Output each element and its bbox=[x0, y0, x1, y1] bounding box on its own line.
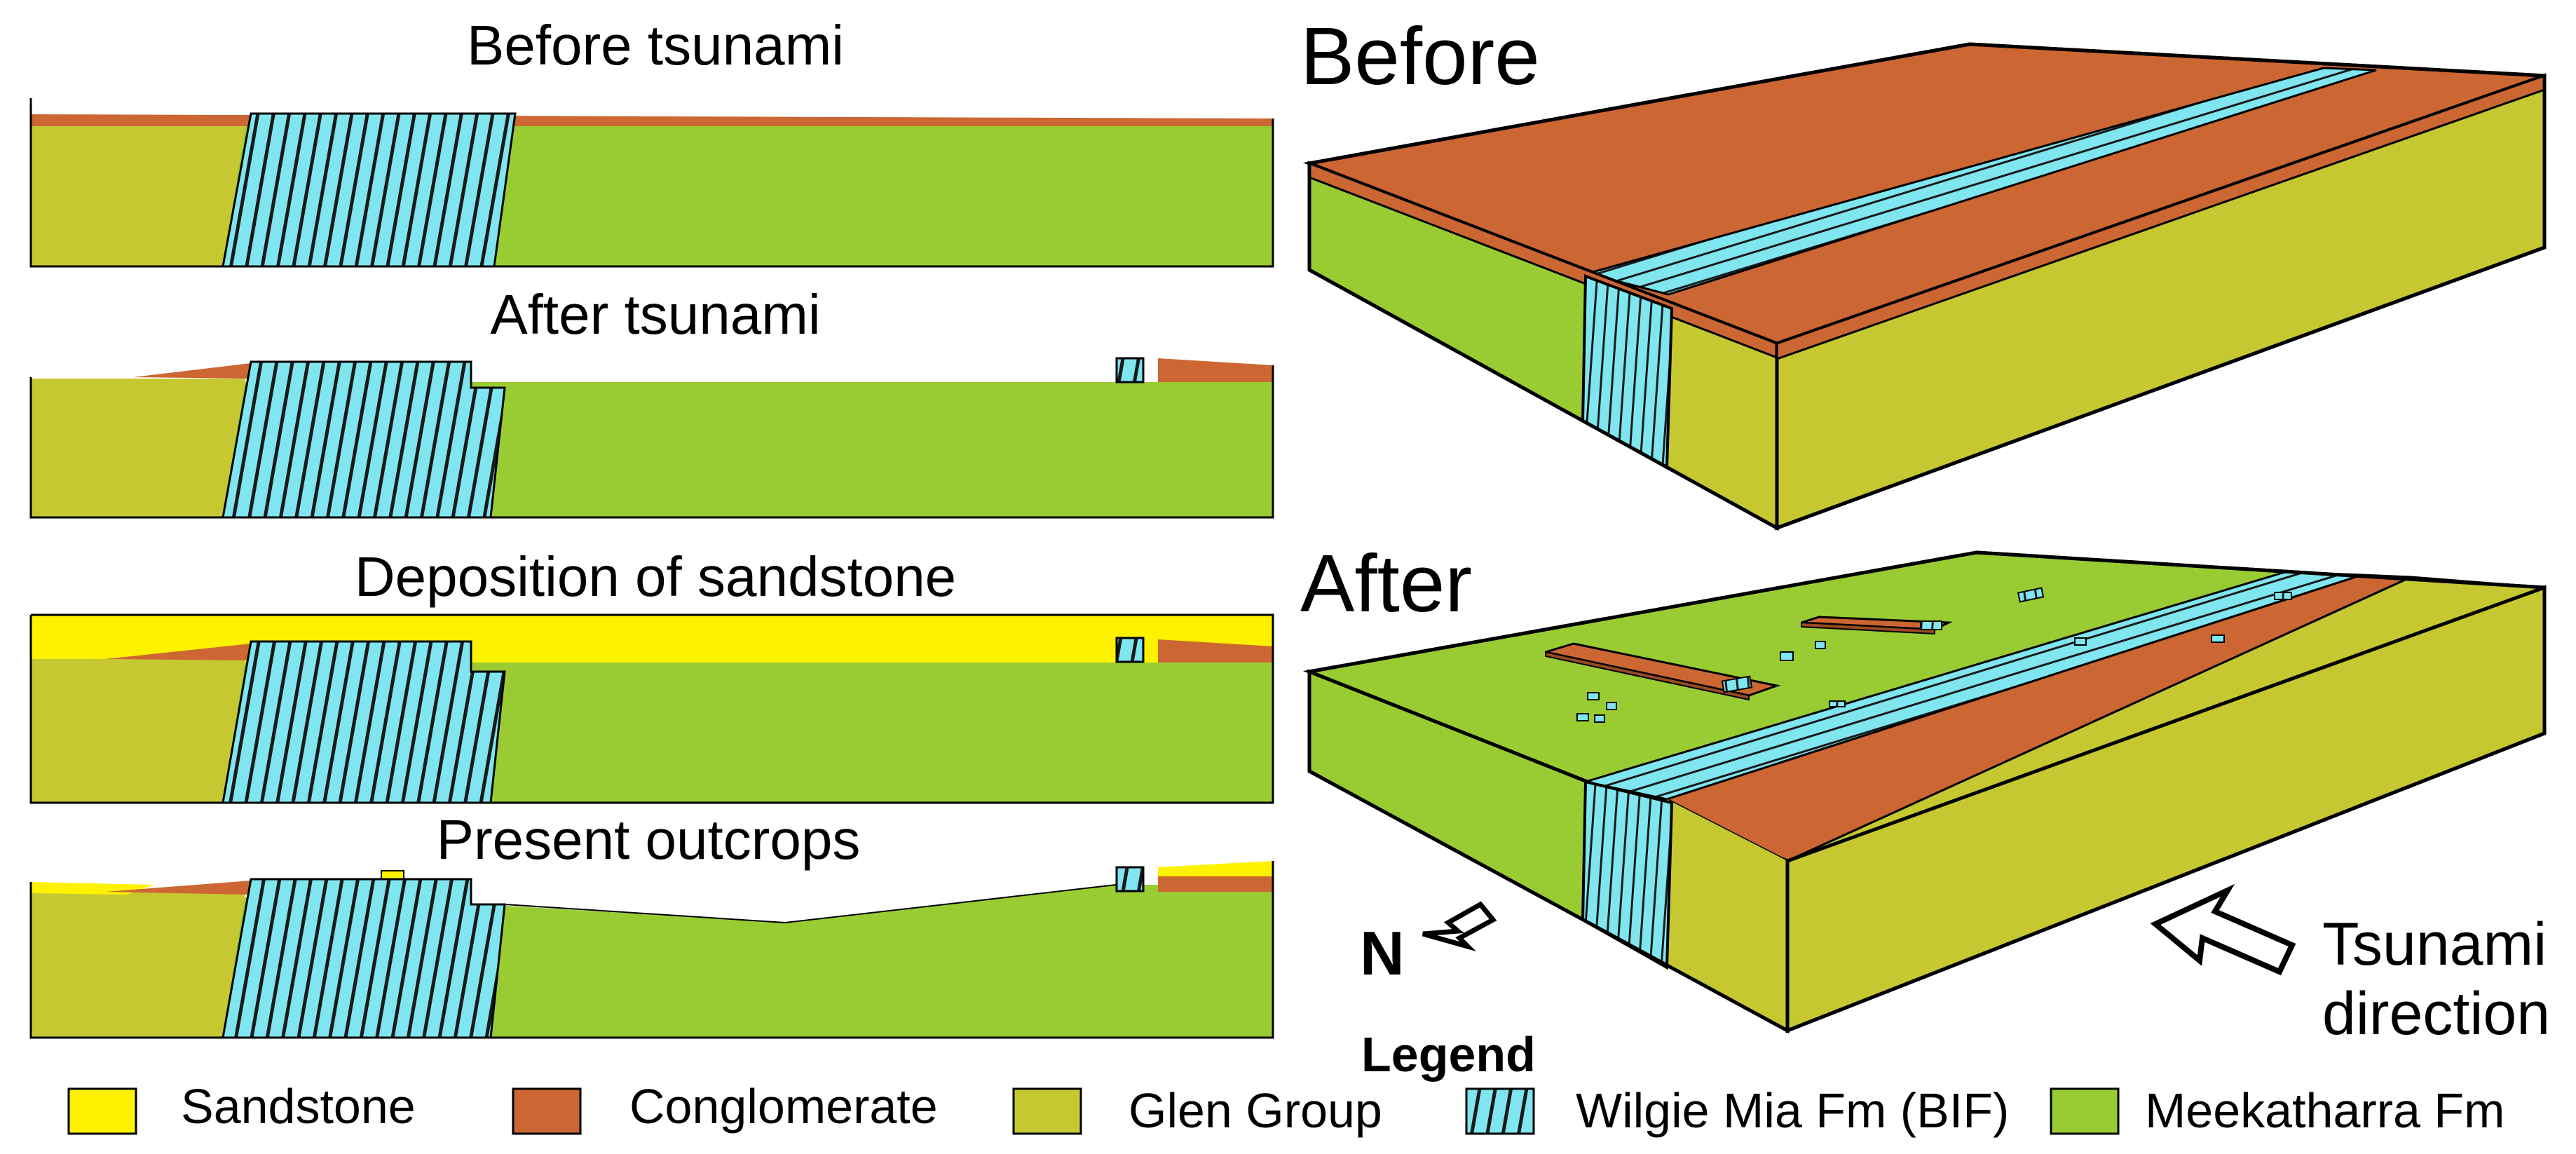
cross-section-after: After tsunami bbox=[29, 283, 1274, 519]
legend-swatch-conglomerate bbox=[512, 1087, 582, 1135]
conglomerate-layer bbox=[31, 114, 1273, 126]
bif-layer bbox=[222, 360, 506, 519]
conglomerate-remnant bbox=[1158, 639, 1273, 663]
sandstone-remnant bbox=[1158, 861, 1273, 876]
bif-block-remnant bbox=[1115, 637, 1145, 663]
glen-group-layer bbox=[31, 125, 245, 266]
bif-clast bbox=[1920, 620, 1942, 630]
bif-block-remnant bbox=[1115, 866, 1145, 892]
glen-group-layer bbox=[31, 659, 245, 803]
tsunami-arrow-icon bbox=[2150, 883, 2296, 976]
bif-clast bbox=[1594, 714, 1605, 723]
bif-left-face bbox=[1581, 780, 1674, 970]
conglomerate-wedge bbox=[105, 644, 251, 660]
north-arrow: N bbox=[1360, 901, 1497, 988]
legend-label-sandstone: Sandstone bbox=[181, 1079, 416, 1134]
cross-section-present: Present outcrops bbox=[29, 808, 1274, 1039]
conglomerate-wedge bbox=[133, 363, 251, 379]
conglomerate-remnant bbox=[1158, 876, 1273, 892]
section-outline bbox=[29, 98, 1274, 268]
bif-clast bbox=[1780, 651, 1794, 661]
legend-swatch-glen-group bbox=[1012, 1087, 1082, 1135]
section-outline bbox=[29, 613, 1274, 804]
bif-clast bbox=[2211, 634, 2225, 643]
glen-group-left-face bbox=[1667, 799, 1787, 1031]
legend-label-bif: Wilgie Mia Fm (BIF) bbox=[1576, 1083, 2009, 1138]
legend-swatch-meekatharra bbox=[2050, 1087, 2120, 1135]
legend-swatch-bif bbox=[1465, 1087, 1535, 1135]
legend-label-glen-group: Glen Group bbox=[1129, 1083, 1382, 1138]
conglomerate-wedge bbox=[105, 881, 251, 895]
conglomerate-remnant bbox=[1158, 358, 1273, 382]
cross-section-before: Before tsunami bbox=[29, 14, 1274, 268]
bif-block-remnant bbox=[1115, 357, 1145, 383]
bif-clast bbox=[2274, 592, 2292, 600]
legend: Legend Sandstone Conglomerate Glen Group… bbox=[67, 1027, 2505, 1138]
bif-clast bbox=[1587, 692, 1600, 700]
bif-clast bbox=[2017, 587, 2045, 603]
legend-title: Legend bbox=[1361, 1027, 1536, 1082]
glen-group-layer bbox=[31, 892, 245, 1038]
bif-clast bbox=[1815, 641, 1826, 649]
bif-clast bbox=[2074, 637, 2087, 646]
tsunami-label-line2: direction bbox=[2322, 980, 2550, 1047]
section-outline bbox=[29, 861, 1274, 1039]
legend-label-meekatharra: Meekatharra Fm bbox=[2145, 1083, 2505, 1138]
bif-layer bbox=[222, 112, 517, 268]
block-diagram-before: Before bbox=[1300, 11, 2547, 531]
glen-group-left-face bbox=[1667, 301, 1777, 528]
erosion-surface bbox=[504, 884, 1117, 924]
cross-section-deposition: Deposition of sandstone bbox=[29, 545, 1274, 804]
bif-top-band bbox=[1583, 67, 2377, 296]
cross-section-after-title: After tsunami bbox=[490, 283, 820, 346]
north-label: N bbox=[1360, 918, 1405, 988]
conglomerate-slab-side bbox=[1801, 621, 1935, 635]
tsunami-direction-indicator: Tsunami direction bbox=[2150, 883, 2550, 1047]
block-diagram-after: After bbox=[1300, 538, 2547, 1034]
bif-left-face bbox=[1581, 274, 1674, 470]
section-outline bbox=[29, 365, 1274, 519]
legend-swatch-sandstone bbox=[67, 1087, 137, 1135]
block-after-label: After bbox=[1300, 538, 1472, 629]
cross-section-deposition-title: Deposition of sandstone bbox=[355, 545, 956, 608]
tsunami-label-line1: Tsunami bbox=[2322, 911, 2547, 978]
legend-label-conglomerate: Conglomerate bbox=[629, 1079, 938, 1134]
sandstone-remnant bbox=[381, 870, 404, 880]
conglomerate-slab-side bbox=[1545, 651, 1750, 701]
block-before-label: Before bbox=[1300, 11, 1540, 102]
bif-clast bbox=[1829, 700, 1846, 707]
cross-section-before-title: Before tsunami bbox=[467, 14, 844, 76]
bif-clast bbox=[1576, 713, 1589, 721]
bif-layer bbox=[222, 878, 506, 1039]
bif-clast bbox=[1606, 702, 1617, 710]
bif-clast bbox=[1721, 675, 1753, 693]
block-outline bbox=[1307, 42, 2547, 530]
north-arrow-icon bbox=[1422, 901, 1497, 951]
glen-group-layer bbox=[31, 379, 245, 517]
cross-section-present-title: Present outcrops bbox=[437, 808, 861, 871]
block-outline bbox=[1307, 550, 2547, 1033]
bif-layer bbox=[222, 640, 506, 804]
